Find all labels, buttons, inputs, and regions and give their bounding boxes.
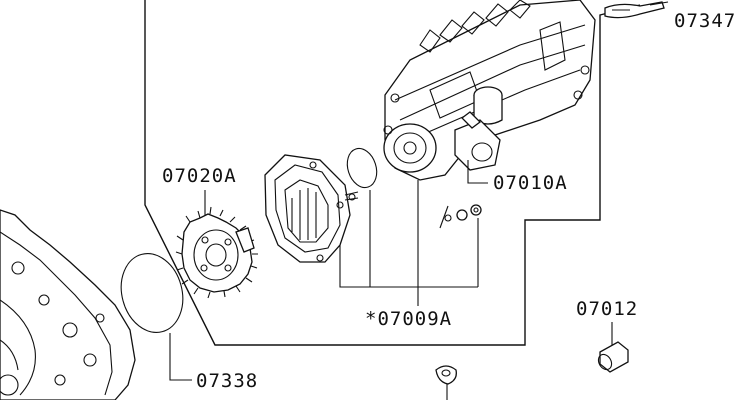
label-07010a: 07010A: [493, 172, 568, 194]
banjo-bolt: [435, 365, 457, 400]
leader-07338: [169, 333, 192, 381]
leader-07010a: [467, 160, 488, 184]
leader-07009a: [339, 180, 479, 306]
screws-and-washers: [439, 204, 482, 229]
label-07012: 07012: [576, 298, 639, 320]
timing-case: [0, 209, 136, 400]
label-07347: 07347: [674, 10, 737, 32]
o-ring: [346, 147, 378, 189]
label-07338: 07338: [196, 370, 259, 392]
flange-housing: [264, 154, 359, 263]
assembly-boundary-line: [144, 0, 641, 346]
injection-pump-assembly: [383, 0, 596, 181]
label-07009a: *07009A: [365, 308, 453, 330]
gasket-ring: [120, 253, 184, 333]
top-right-part: [604, 1, 665, 19]
plug-part: [597, 341, 629, 373]
label-07020a: 07020A: [162, 165, 237, 187]
leader-07347: [649, 1, 669, 6]
drive-gear: [175, 206, 258, 299]
